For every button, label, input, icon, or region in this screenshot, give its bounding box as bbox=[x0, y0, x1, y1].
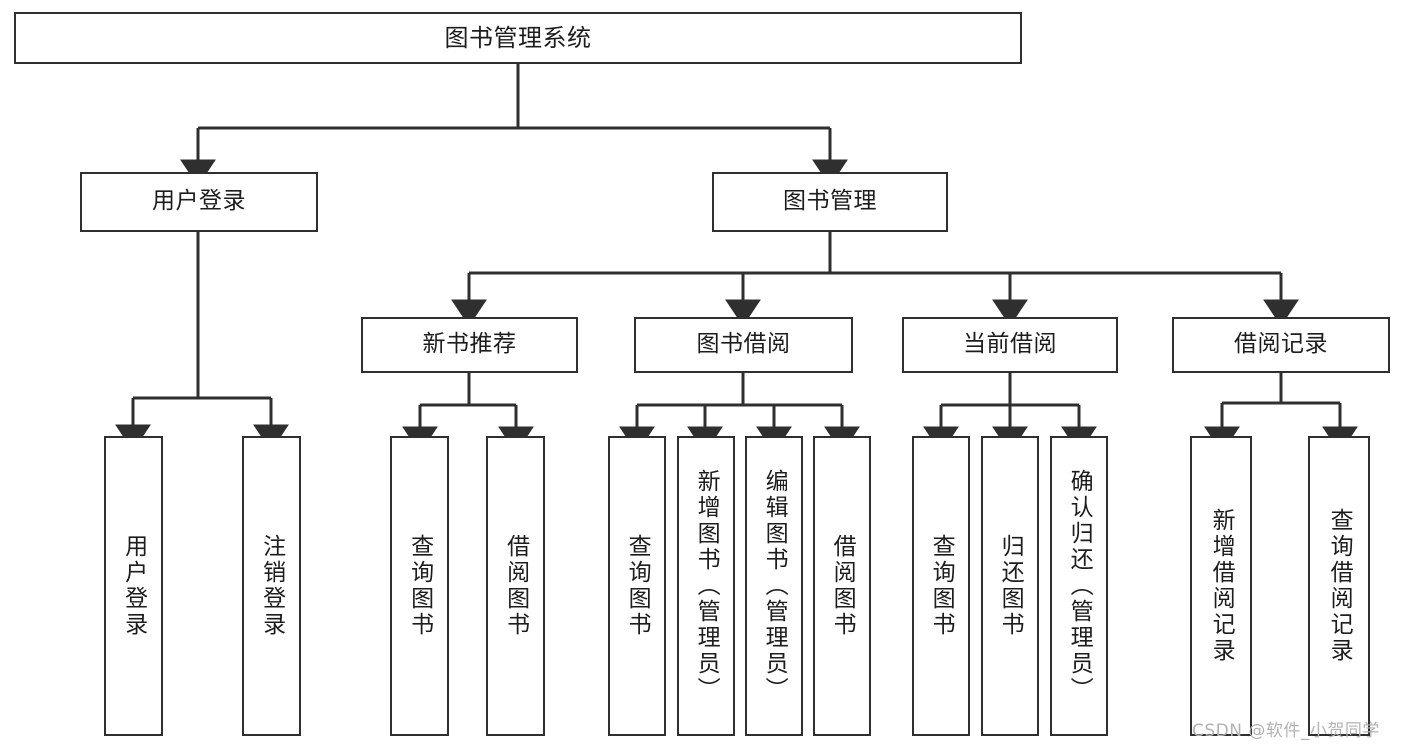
node-book-borrow-label: 图书借阅 bbox=[696, 331, 791, 358]
leaf-edit-book[interactable]: 编辑图书（管理员） bbox=[745, 436, 803, 736]
leaf-logout[interactable]: 注销登录 bbox=[242, 436, 301, 736]
node-borrow-record-label: 借阅记录 bbox=[1234, 331, 1328, 358]
node-book-management[interactable]: 图书管理 bbox=[712, 172, 948, 232]
leaf-query-record-label: 查询借阅记录 bbox=[1326, 508, 1353, 664]
leaf-add-book-label: 新增图书（管理员） bbox=[693, 469, 720, 703]
node-user-login-label: 用户登录 bbox=[152, 188, 246, 215]
node-new-book-recommend-label: 新书推荐 bbox=[422, 331, 517, 358]
leaf-query-book-2-label: 查询图书 bbox=[624, 534, 651, 638]
leaf-user-login-label: 用户登录 bbox=[120, 534, 147, 638]
leaf-user-login[interactable]: 用户登录 bbox=[104, 436, 163, 736]
node-current-borrow-label: 当前借阅 bbox=[963, 331, 1057, 358]
leaf-borrow-book-2[interactable]: 借阅图书 bbox=[813, 436, 871, 736]
node-borrow-record[interactable]: 借阅记录 bbox=[1172, 317, 1390, 373]
leaf-query-book-3-label: 查询图书 bbox=[928, 534, 955, 638]
node-user-login[interactable]: 用户登录 bbox=[80, 172, 318, 232]
leaf-borrow-book-1[interactable]: 借阅图书 bbox=[486, 436, 545, 736]
leaf-confirm-return-label: 确认归还（管理员） bbox=[1066, 469, 1093, 703]
leaf-query-book-1[interactable]: 查询图书 bbox=[390, 436, 449, 736]
watermark: CSDN @软件_小贺同学 bbox=[1192, 721, 1380, 741]
leaf-return-book-label: 归还图书 bbox=[997, 534, 1024, 638]
leaf-borrow-book-2-label: 借阅图书 bbox=[829, 534, 856, 638]
leaf-add-book[interactable]: 新增图书（管理员） bbox=[677, 436, 735, 736]
node-new-book-recommend[interactable]: 新书推荐 bbox=[361, 317, 578, 373]
leaf-add-record-label: 新增借阅记录 bbox=[1208, 508, 1235, 664]
leaf-query-book-1-label: 查询图书 bbox=[406, 534, 433, 638]
leaf-query-book-3[interactable]: 查询图书 bbox=[912, 436, 970, 736]
leaf-edit-book-label: 编辑图书（管理员） bbox=[761, 469, 788, 703]
leaf-add-record[interactable]: 新增借阅记录 bbox=[1190, 436, 1252, 736]
leaf-query-record[interactable]: 查询借阅记录 bbox=[1308, 436, 1370, 736]
leaf-query-book-2[interactable]: 查询图书 bbox=[608, 436, 666, 736]
node-book-management-label: 图书管理 bbox=[783, 188, 877, 215]
leaf-confirm-return[interactable]: 确认归还（管理员） bbox=[1050, 436, 1108, 736]
node-root[interactable]: 图书管理系统 bbox=[14, 12, 1022, 64]
leaf-borrow-book-1-label: 借阅图书 bbox=[502, 534, 529, 638]
node-root-label: 图书管理系统 bbox=[444, 23, 592, 52]
leaf-return-book[interactable]: 归还图书 bbox=[981, 436, 1039, 736]
leaf-logout-label: 注销登录 bbox=[258, 534, 285, 638]
node-book-borrow[interactable]: 图书借阅 bbox=[634, 317, 853, 373]
node-current-borrow[interactable]: 当前借阅 bbox=[902, 317, 1118, 373]
